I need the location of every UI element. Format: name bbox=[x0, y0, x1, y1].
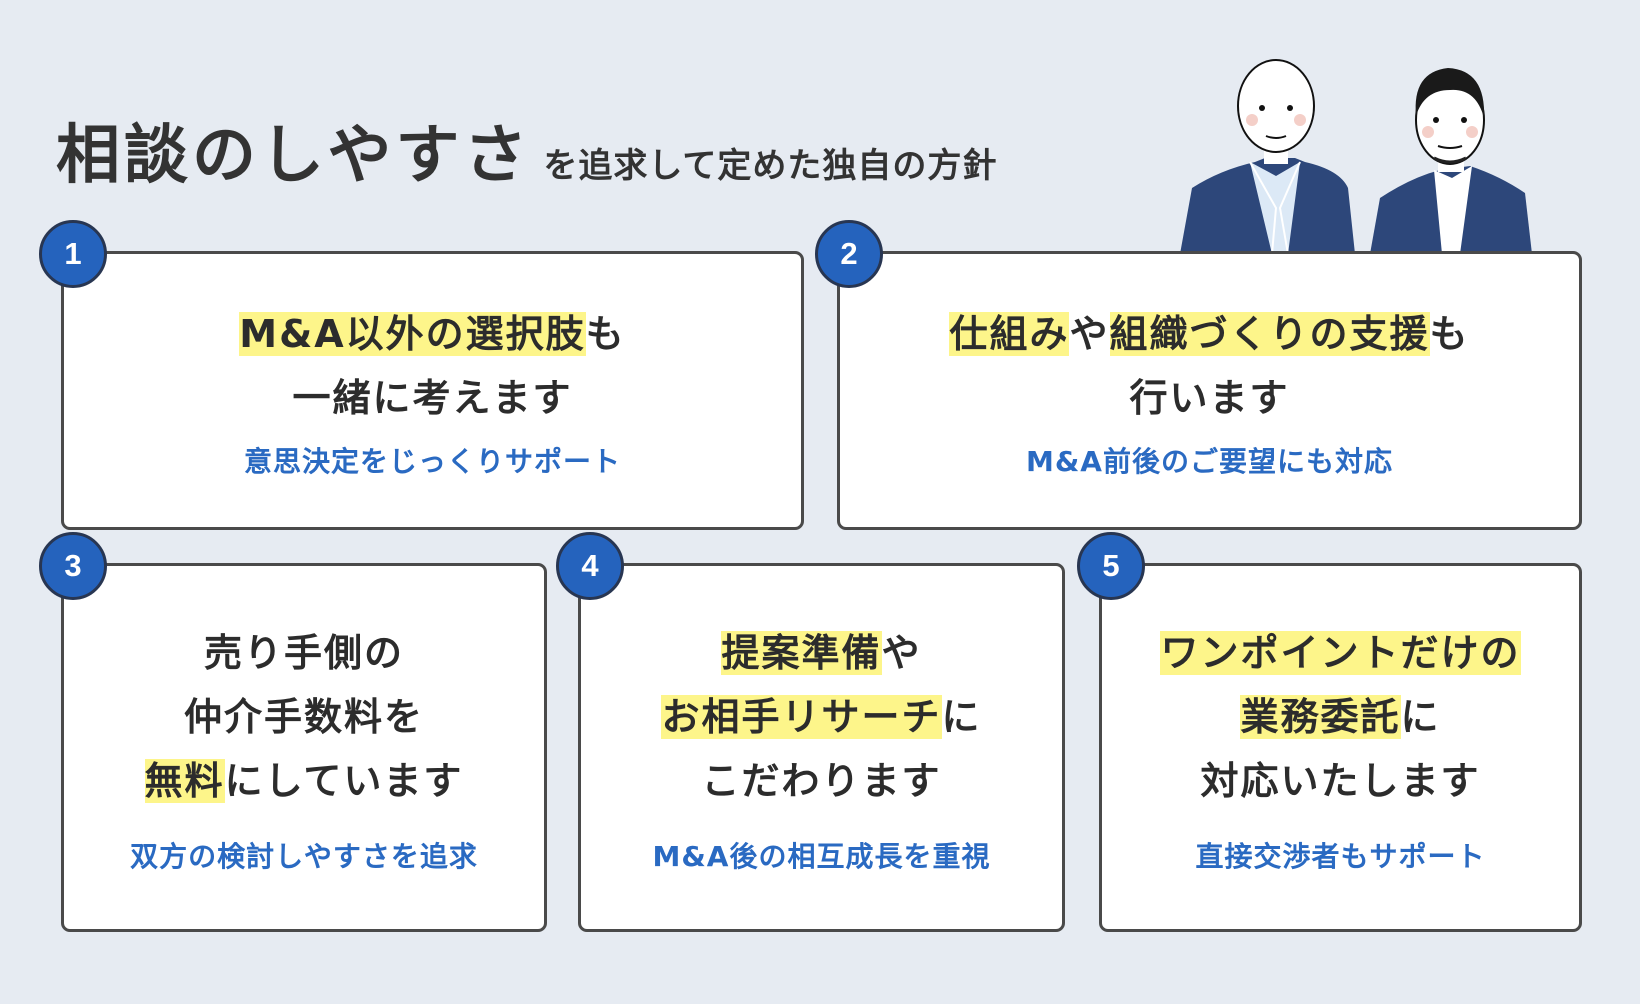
card-heading-line: 提案準備や bbox=[721, 621, 921, 685]
card-subtext: 意思決定をじっくりサポート bbox=[243, 444, 621, 478]
number-badge-1: 1 bbox=[39, 220, 107, 288]
dark-hair-consultant-illustration bbox=[1370, 68, 1532, 254]
heading-text: こだわります bbox=[701, 758, 942, 803]
policy-card-3: 売り手側の仲介手数料を無料にしています双方の検討しやすさを追求 bbox=[61, 563, 547, 932]
title-sub: を追求して定めた独自の方針 bbox=[543, 146, 998, 186]
card-subtext: M&A後の相互成長を重視 bbox=[652, 839, 991, 873]
highlighted-text: 業務委託 bbox=[1240, 694, 1401, 739]
heading-text: も bbox=[1429, 311, 1470, 356]
highlighted-text: M&A以外の選択肢 bbox=[239, 311, 586, 356]
highlighted-text: ワンポイントだけの bbox=[1160, 630, 1521, 675]
card-heading-line: 仲介手数料を bbox=[184, 685, 424, 749]
highlighted-text: 無料 bbox=[144, 758, 225, 803]
heading-text: 行います bbox=[1129, 375, 1290, 420]
number-badge-2: 2 bbox=[815, 220, 883, 288]
number-badge-5: 5 bbox=[1077, 532, 1145, 600]
card-heading-line: 対応いたします bbox=[1200, 749, 1480, 813]
heading-text: や bbox=[881, 630, 922, 675]
heading-text: に bbox=[941, 694, 982, 739]
policy-card-5: ワンポイントだけの業務委託に対応いたします直接交渉者もサポート bbox=[1099, 563, 1582, 932]
number-badge-3: 3 bbox=[39, 532, 107, 600]
highlighted-text: 組織づくりの支援 bbox=[1109, 311, 1430, 356]
heading-text: や bbox=[1069, 311, 1110, 356]
highlighted-text: 提案準備 bbox=[721, 630, 882, 675]
card-heading-line: 売り手側の bbox=[204, 621, 404, 685]
card-heading-line: こだわります bbox=[701, 749, 941, 813]
card-subtext: 双方の検討しやすさを追求 bbox=[130, 839, 478, 873]
heading-text: 売り手側の bbox=[203, 630, 404, 675]
heading-text: 一緒に考えます bbox=[292, 375, 573, 420]
card-heading-line: 一緒に考えます bbox=[292, 366, 572, 430]
card-heading-line: ワンポイントだけの bbox=[1160, 621, 1521, 685]
policy-card-2: 仕組みや組織づくりの支援も行います M&A前後のご要望にも対応 bbox=[837, 251, 1582, 530]
policy-card-1: M&A以外の選択肢も一緒に考えます意思決定をじっくりサポート bbox=[61, 251, 804, 530]
heading-text: に bbox=[1400, 694, 1441, 739]
heading-text: 対応いたします bbox=[1200, 758, 1481, 803]
number-badge-4: 4 bbox=[556, 532, 624, 600]
heading-text: 仲介手数料を bbox=[183, 694, 424, 739]
card-heading-line: 行います bbox=[1129, 366, 1289, 430]
consultants-illustration bbox=[1180, 59, 1532, 254]
heading-text: にしています bbox=[224, 758, 464, 803]
heading-text: も bbox=[585, 311, 626, 356]
page-title: 相談のしやすさを追求して定めた独自の方針 bbox=[56, 104, 997, 196]
card-subtext: 直接交渉者もサポート bbox=[1195, 839, 1486, 873]
bald-consultant-illustration bbox=[1180, 59, 1355, 254]
title-main: 相談のしやすさ bbox=[56, 119, 532, 193]
highlighted-text: 仕組み bbox=[949, 311, 1070, 356]
card-heading-line: お相手リサーチに bbox=[661, 685, 981, 749]
card-heading-line: 無料にしています bbox=[144, 749, 464, 813]
card-heading-line: 業務委託に bbox=[1240, 685, 1440, 749]
card-heading-line: 仕組みや組織づくりの支援も bbox=[949, 302, 1469, 366]
card-subtext: M&A前後のご要望にも対応 bbox=[1026, 444, 1393, 478]
card-heading-line: M&A以外の選択肢も bbox=[239, 302, 625, 366]
highlighted-text: お相手リサーチ bbox=[661, 694, 942, 739]
